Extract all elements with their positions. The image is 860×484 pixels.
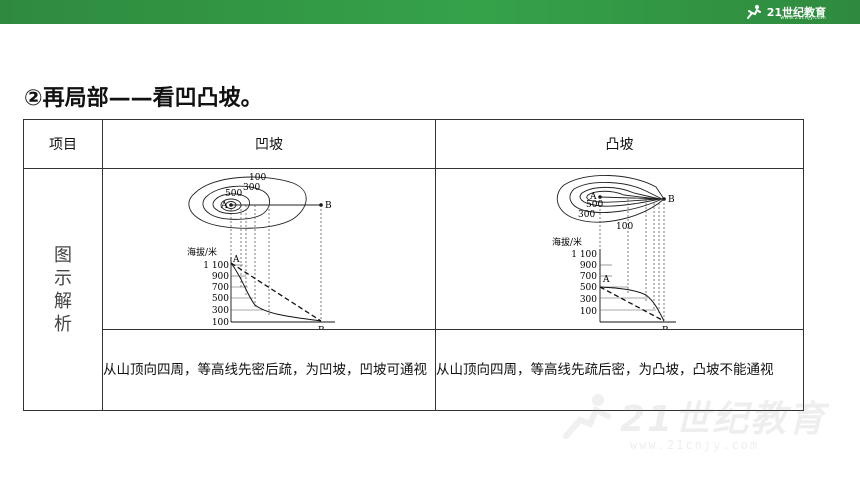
y-tick-label: 100 xyxy=(580,307,597,317)
y-tick-label: 900 xyxy=(212,272,229,282)
contour-line-300 xyxy=(569,181,664,213)
profile-point-b: B xyxy=(318,326,325,329)
watermark-url: www.21cnjy.com xyxy=(630,438,760,452)
map-point-a: A xyxy=(220,201,228,211)
sight-line xyxy=(230,262,322,322)
contour-line-500 xyxy=(212,193,251,214)
convex-figure-cell: 100 300 500 A B 海拔/米 xyxy=(435,168,804,336)
contour-line-300 xyxy=(202,185,270,220)
convex-description: 从山顶向四周，等高线先疏后密，为凸坡，凸坡不能通视 xyxy=(435,329,804,411)
sight-line xyxy=(599,286,665,322)
brand-name: 21世纪教育 xyxy=(766,6,826,19)
row-label: 图示解析 xyxy=(54,244,72,335)
profile-curve xyxy=(599,286,665,322)
contour-line-100 xyxy=(188,176,307,229)
concave-figure-cell: 100 300 500 A B xyxy=(102,168,436,336)
y-tick-label: 500 xyxy=(212,294,229,304)
y-tick-label: 700 xyxy=(212,283,229,293)
convex-slope-diagram: 100 300 500 A B 海拔/米 xyxy=(552,175,676,336)
contour-label-500: 500 xyxy=(586,200,603,210)
row-label-cell: 图示解析 xyxy=(23,168,103,411)
map-point-b: B xyxy=(668,195,675,205)
header-cell-concave: 凹坡 xyxy=(102,119,436,169)
contour-label-100: 100 xyxy=(249,173,266,183)
map-point-a: A xyxy=(589,192,597,202)
y-tick-label: 900 xyxy=(580,261,597,271)
table-row: 图示解析 100 300 500 A xyxy=(23,168,804,411)
brand-logo: 21世纪教育 www.21cnjy.com xyxy=(745,3,826,21)
y-tick-label: 1 100 xyxy=(571,250,597,260)
y-tick-label: 500 xyxy=(580,283,597,293)
watermark: 21世纪教育 www.21cnjy.com xyxy=(560,390,830,460)
concave-slope-diagram: 100 300 500 A B xyxy=(187,173,335,336)
y-tick-label: 100 xyxy=(212,318,229,328)
contour-label-100: 100 xyxy=(616,222,633,232)
table-row: 从山顶向四周，等高线先密后疏，为凹坡，凹坡可通视 从山顶向四周，等高线先疏后密，… xyxy=(24,329,804,411)
y-tick-label: 700 xyxy=(580,272,597,282)
contour-line-500 xyxy=(579,186,661,207)
contour-label-500: 500 xyxy=(225,189,242,199)
brand-url: www.21cnjy.com xyxy=(780,15,826,21)
header-cell-convex: 凸坡 xyxy=(435,119,804,169)
contour-line-100 xyxy=(556,175,665,223)
profile-point-b: B xyxy=(662,326,669,329)
watermark-text: 21世纪教育 xyxy=(620,399,827,440)
profile-point-a: A xyxy=(232,255,240,265)
map-point-b: B xyxy=(325,201,332,211)
y-tick-label: 1 100 xyxy=(203,261,229,271)
runner-icon xyxy=(746,5,761,19)
concave-description: 从山顶向四周，等高线先密后疏，为凹坡，凹坡可通视 xyxy=(102,329,436,411)
y-axis-title: 海拔/米 xyxy=(187,246,217,258)
header-cell-item: 项目 xyxy=(23,119,103,169)
profile-line xyxy=(599,196,665,200)
section-heading: ②再局部——看凹凸坡。 xyxy=(24,86,263,111)
y-axis-title: 海拔/米 xyxy=(552,236,582,248)
table-header-row: 项目 凹坡 凸坡 xyxy=(23,119,804,169)
profile-curve xyxy=(230,262,322,322)
contour-label-300: 300 xyxy=(578,210,595,220)
contour-label-300: 300 xyxy=(243,183,260,193)
top-banner: 21世纪教育 www.21cnjy.com xyxy=(0,0,860,24)
watermark-runner-icon xyxy=(563,394,611,439)
profile-point-a: A xyxy=(602,275,610,285)
y-tick-label: 300 xyxy=(580,295,597,305)
contour-line-inner xyxy=(586,190,659,203)
y-tick-label: 300 xyxy=(212,306,229,316)
comparison-table: 项目 凹坡 凸坡 图示解析 100 30 xyxy=(23,119,804,411)
